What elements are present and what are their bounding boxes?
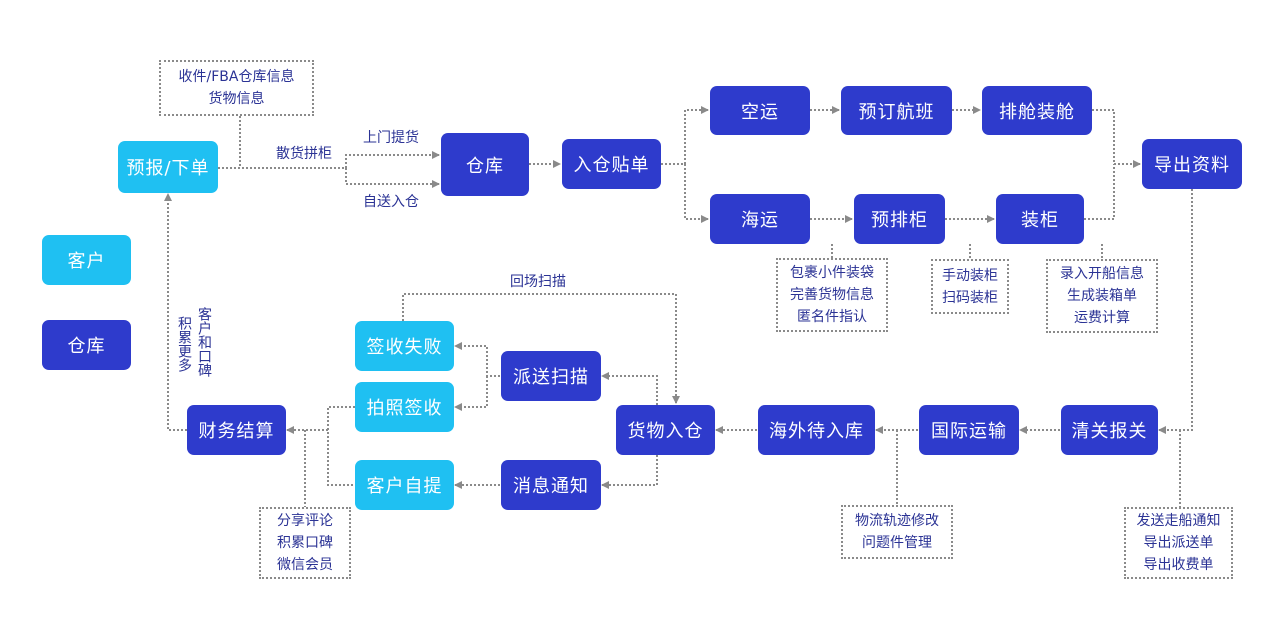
- finance-node[interactable]: 财务结算: [187, 405, 286, 455]
- intl-transport-node[interactable]: 国际运输: [919, 405, 1019, 455]
- note-line: 分享评论: [277, 513, 333, 529]
- note-line: 扫码装柜: [942, 289, 998, 306]
- manual-load-note: 手动装柜 扫码装柜: [931, 259, 1009, 314]
- note-line: 问题件管理: [862, 535, 932, 551]
- note-line: 完善货物信息: [790, 287, 874, 303]
- note-line: 生成装箱单: [1067, 288, 1137, 304]
- lcl-label: 散货拼柜: [276, 146, 332, 162]
- sea-packing-note: 包裹小件装袋 完善货物信息 匿名件指认: [776, 258, 888, 332]
- customs-info-note: 发送走船通知 导出派送单 导出收费单: [1124, 507, 1233, 579]
- note-line: 导出收费单: [1143, 557, 1214, 573]
- message-notify-node[interactable]: 消息通知: [501, 460, 601, 510]
- sign-fail-node[interactable]: 签收失败: [355, 321, 454, 371]
- receiver-info-note: 收件/FBA仓库信息 货物信息: [159, 60, 314, 116]
- reputation-label-left: 积累更多: [176, 316, 192, 372]
- warehouse-node[interactable]: 仓库: [441, 133, 529, 196]
- pre-container-node[interactable]: 预排柜: [854, 194, 945, 244]
- reputation-label-right: 客户和口碑: [196, 307, 212, 377]
- note-line: 发送走船通知: [1136, 513, 1221, 529]
- order-node[interactable]: 预报/下单: [118, 141, 218, 193]
- dispatch-scan-node[interactable]: 派送扫描: [501, 351, 601, 401]
- note-line: 手动装柜: [942, 267, 998, 284]
- overseas-pending-node[interactable]: 海外待入库: [758, 405, 875, 455]
- note-line: 收件/FBA仓库信息: [178, 69, 295, 85]
- note-line: 货物信息: [208, 91, 265, 107]
- legend-customer: 客户: [42, 235, 131, 285]
- legend-warehouse: 仓库: [42, 320, 131, 370]
- self-pickup-node[interactable]: 客户自提: [355, 460, 454, 510]
- pickup-label: 上门提货: [363, 130, 419, 146]
- customs-node[interactable]: 清关报关: [1061, 405, 1158, 455]
- tracking-note: 物流轨迹修改 问题件管理: [841, 505, 953, 559]
- reviews-note: 分享评论 积累口碑 微信会员: [259, 507, 351, 579]
- goods-inbound-node[interactable]: 货物入仓: [616, 405, 715, 455]
- note-line: 物流轨迹修改: [855, 513, 939, 529]
- return-scan-label: 回场扫描: [510, 274, 566, 290]
- note-line: 运费计算: [1074, 310, 1130, 326]
- self-send-label: 自送入仓: [363, 194, 419, 210]
- cabin-loading-node[interactable]: 排舱装舱: [982, 86, 1092, 135]
- book-flight-node[interactable]: 预订航班: [841, 86, 952, 135]
- note-line: 包裹小件装袋: [790, 265, 874, 281]
- inbound-label-node[interactable]: 入仓贴单: [562, 139, 661, 189]
- export-info-note: 录入开船信息 生成装箱单 运费计算: [1046, 259, 1158, 333]
- note-line: 录入开船信息: [1060, 266, 1144, 282]
- sea-freight-node[interactable]: 海运: [710, 194, 810, 244]
- air-freight-node[interactable]: 空运: [710, 86, 810, 135]
- photo-sign-node[interactable]: 拍照签收: [355, 382, 454, 432]
- note-line: 微信会员: [277, 557, 333, 573]
- export-docs-node[interactable]: 导出资料: [1142, 139, 1242, 189]
- note-line: 积累口碑: [277, 535, 333, 551]
- note-line: 导出派送单: [1143, 535, 1214, 551]
- note-line: 匿名件指认: [797, 309, 867, 325]
- container-load-node[interactable]: 装柜: [996, 194, 1084, 244]
